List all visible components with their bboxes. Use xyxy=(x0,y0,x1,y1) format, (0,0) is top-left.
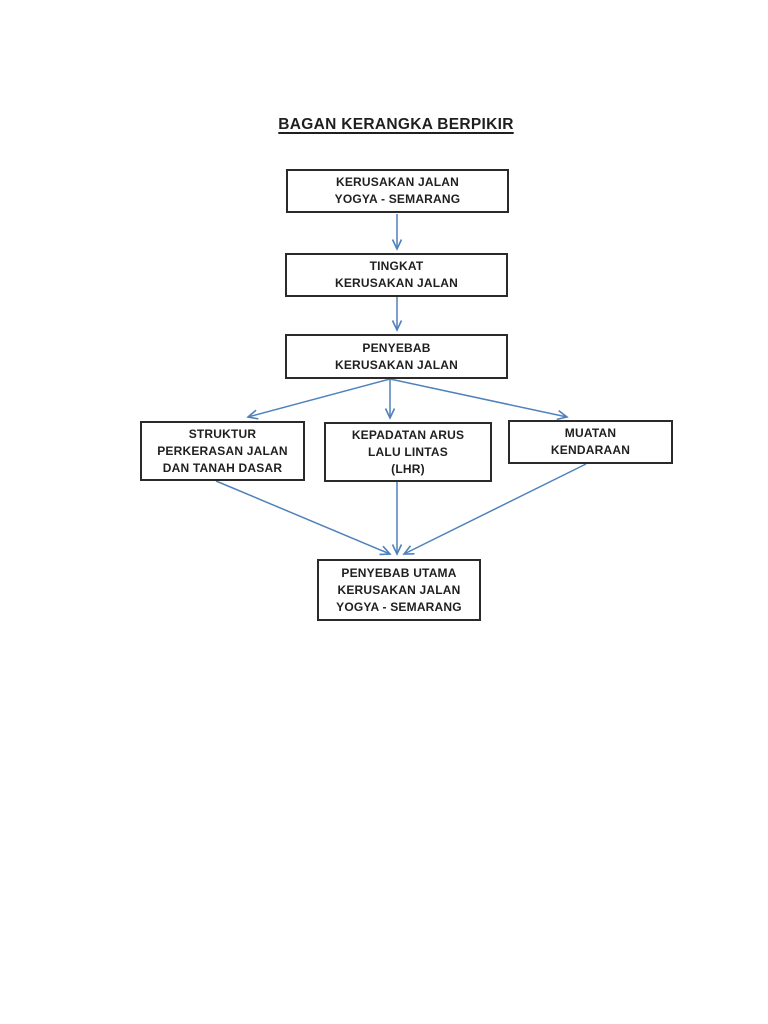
node-pavement-structure: STRUKTUR PERKERASAN JALAN DAN TANAH DASA… xyxy=(140,421,305,481)
node-text-line: KERUSAKAN JALAN xyxy=(337,582,461,597)
arrow-cause-to-load xyxy=(389,378,567,417)
node-text-line: KEPADATAN ARUS xyxy=(351,427,465,442)
node-text-line: TINGKAT xyxy=(369,259,424,273)
node-damage-cause: PENYEBAB KERUSAKAN JALAN xyxy=(285,334,508,379)
node-text-line: (LHR) xyxy=(391,461,425,476)
arrow-structure-to-main xyxy=(215,480,390,554)
arrow-load-to-main xyxy=(404,463,587,554)
node-text-line: STRUKTUR xyxy=(188,426,257,441)
node-text-line: KERUSAKAN JALAN xyxy=(334,357,458,372)
node-road-damage: KERUSAKAN JALAN YOGYA - SEMARANG xyxy=(286,169,509,213)
page-title: BAGAN KERANGKA BERPIKIR xyxy=(278,116,514,133)
node-text-line: PENYEBAB UTAMA xyxy=(341,565,457,580)
node-text-line: LALU LINTAS xyxy=(368,444,448,459)
node-traffic-density: KEPADATAN ARUS LALU LINTAS (LHR) xyxy=(324,422,492,482)
node-text-line: PENYEBAB xyxy=(362,340,431,355)
node-text-line: KERUSAKAN JALAN xyxy=(334,276,458,290)
node-text-line: DAN TANAH DASAR xyxy=(162,460,283,475)
node-text-line: MUATAN xyxy=(564,426,617,440)
node-text-line: YOGYA - SEMARANG xyxy=(334,192,461,206)
node-damage-level: TINGKAT KERUSAKAN JALAN xyxy=(285,253,508,297)
node-vehicle-load: MUATAN KENDARAAN xyxy=(508,420,673,464)
node-text-line: KENDARAAN xyxy=(550,443,631,457)
node-main-cause: PENYEBAB UTAMA KERUSAKAN JALAN YOGYA - S… xyxy=(317,559,481,621)
node-text-line: YOGYA - SEMARANG xyxy=(336,599,462,614)
node-text-line: KERUSAKAN JALAN xyxy=(335,175,459,189)
arrow-cause-to-structure xyxy=(248,378,391,417)
node-text-line: PERKERASAN JALAN xyxy=(157,443,288,458)
